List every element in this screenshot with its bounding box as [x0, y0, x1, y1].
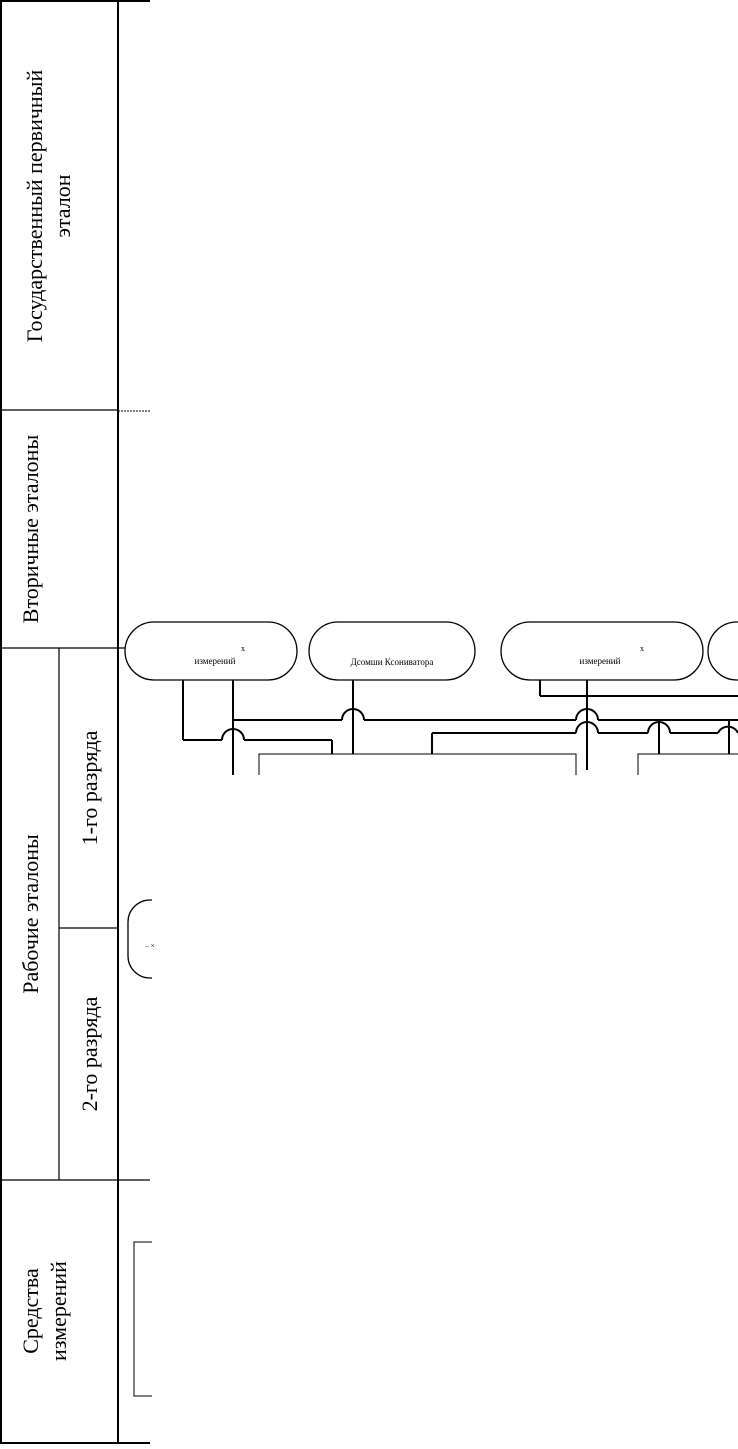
rank1-nodes [124, 621, 738, 681]
node-1-label: измерений [195, 656, 236, 666]
table-grid [0, 0, 150, 1444]
connector-bridge [575, 721, 599, 734]
instruments-label-line2: измерений [46, 1261, 71, 1361]
standard-node-1 [124, 621, 298, 681]
measuring-instrument-box [133, 1241, 152, 1397]
standard-node-4 [707, 621, 738, 681]
node-3-mark: х [640, 644, 644, 653]
rank2-label: 2-го разряда [77, 996, 102, 1111]
rank2-nodes: – × [127, 899, 155, 979]
standard-node-2 [308, 621, 476, 681]
secondary-standards-label: Вторичные эталоны [18, 435, 43, 624]
standard-node-3 [500, 621, 704, 681]
node-3-label: измерений [580, 656, 621, 666]
node-2-label: Дсомши Ксониватора [351, 657, 434, 667]
group-boxes [258, 753, 738, 775]
rank2-node-mark: – × [144, 942, 154, 950]
connectors [182, 680, 738, 775]
node-1-mark: х [241, 644, 245, 653]
group-box-left [258, 753, 577, 775]
node-labels: измерений х Дсомши Ксониватора измерений… [195, 644, 644, 667]
group-box-right [637, 753, 738, 775]
rank1-label: 1-го разряда [77, 730, 102, 845]
row-headers: Государственный первичный эталон Вторичн… [18, 70, 102, 1361]
working-standards-label: Рабочие эталоны [18, 834, 43, 994]
instruments-label: Средства [18, 1268, 43, 1354]
primary-standard-label: Государственный первичный [22, 70, 47, 343]
rank2-standard-node [127, 899, 152, 979]
primary-standard-label-line2: эталон [50, 174, 75, 237]
instruments-nodes [133, 1241, 152, 1397]
